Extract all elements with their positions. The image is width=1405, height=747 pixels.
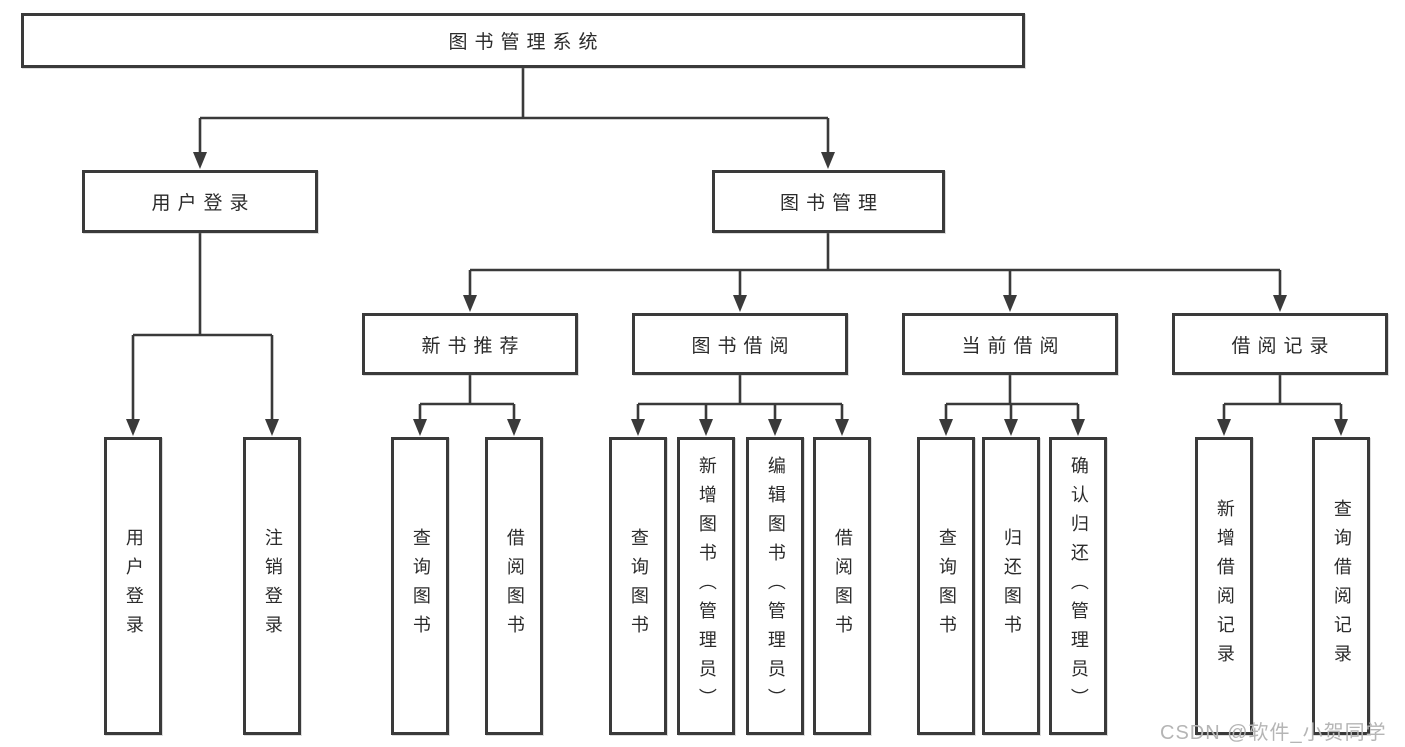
connector-user-login-to-leaves [126,233,279,436]
connector-borrowing-records-to-leaves [1217,375,1348,436]
node-add-books-admin: 新增图书（管理员） [677,437,735,735]
node-confirm-return-admin: 确认归还（管理员） [1049,437,1107,735]
node-edit-books-admin: 编辑图书（管理员） [746,437,804,735]
node-query-books-current: 查询图书 [917,437,975,735]
connector-book-management-to-level3 [463,233,1287,312]
node-borrowing-records: 借阅记录 [1172,313,1388,375]
node-library-system: 图书管理系统 [21,13,1025,68]
connector-new-book-recommend-to-leaves [413,375,521,436]
connector-root-to-level2 [193,68,835,169]
node-do-user-login: 用户登录 [104,437,162,735]
node-book-borrowing: 图书借阅 [632,313,848,375]
node-add-borrow-record: 新增借阅记录 [1195,437,1253,735]
node-return-books: 归还图书 [982,437,1040,735]
node-current-borrowing: 当前借阅 [902,313,1118,375]
node-borrow-books-borrowing: 借阅图书 [813,437,871,735]
connector-current-borrowing-to-leaves [939,375,1085,436]
node-new-book-recommend: 新书推荐 [362,313,578,375]
node-query-borrow-record: 查询借阅记录 [1312,437,1370,735]
node-book-management: 图书管理 [712,170,945,233]
connector-book-borrowing-to-leaves [631,375,849,436]
node-logout: 注销登录 [243,437,301,735]
node-borrow-books-recommend: 借阅图书 [485,437,543,735]
csdn-watermark: CSDN @软件_小贺同学 [1160,722,1387,744]
node-query-books-recommend: 查询图书 [391,437,449,735]
node-query-books-borrowing: 查询图书 [609,437,667,735]
node-user-login: 用户登录 [82,170,318,233]
